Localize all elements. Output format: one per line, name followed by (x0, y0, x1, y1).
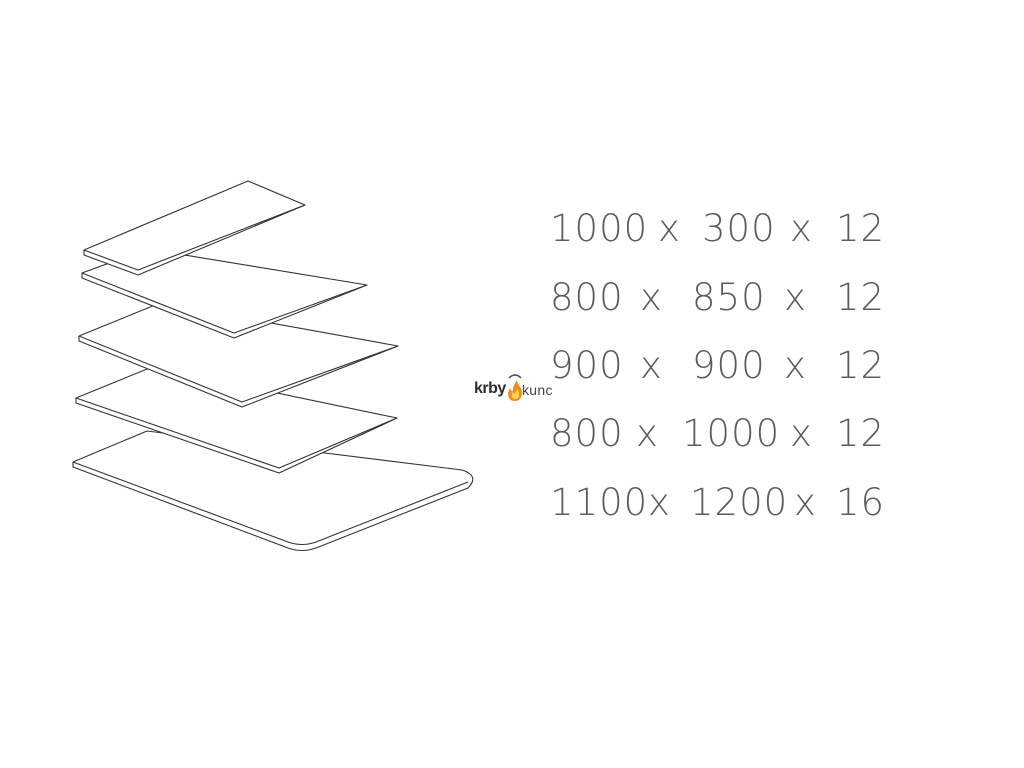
flame-icon (508, 374, 522, 401)
dimension-separator: x (640, 276, 663, 319)
dimension-width: 800 (550, 276, 624, 319)
dimension-separator: x (784, 276, 807, 319)
dimension-thickness: 12 (836, 344, 886, 387)
dimension-depth: 1000 (682, 412, 781, 455)
plate-800x1000 (75, 366, 398, 474)
plate-1100x1200 (72, 430, 474, 552)
plate-900x900 (78, 302, 399, 408)
dimension-separator: x (790, 207, 813, 250)
dimension-thickness: 12 (836, 276, 886, 319)
plate-1000x300 (83, 180, 306, 276)
dimension-width: 1000 (550, 207, 649, 250)
dimension-depth: 1200 (690, 481, 789, 524)
dimension-separator: x (640, 344, 663, 387)
dimension-thickness: 12 (836, 412, 886, 455)
dimension-separator: x (784, 344, 807, 387)
dimension-depth: 850 (692, 276, 766, 319)
dimension-row-1: 1000 x 300 x 12 (550, 205, 910, 253)
dimension-width: 1100 (550, 481, 649, 524)
dimension-row-4: 800 x 1000 x 12 (550, 410, 910, 458)
dimension-width: 800 (550, 412, 624, 455)
logo-text-kunc: kunc (522, 382, 553, 398)
dimensions-list: 1000 x 300 x 12 800 x 850 x 12 900 x 900… (550, 205, 910, 535)
dimension-depth: 300 (702, 207, 776, 250)
dimension-separator: x (790, 412, 813, 455)
dimension-separator: x (636, 412, 659, 455)
brand-logo: krby kunc (474, 373, 554, 405)
dimension-row-2: 800 x 850 x 12 (550, 274, 910, 322)
dimension-thickness: 12 (836, 207, 886, 250)
dimension-row-5: 1100 x 1200 x 16 (550, 479, 910, 527)
dimension-row-3: 900 x 900 x 12 (550, 342, 910, 390)
dimension-separator: x (648, 481, 671, 524)
logo-text-krby: krby (474, 380, 506, 397)
dimension-thickness: 16 (836, 481, 886, 524)
dimension-separator: x (658, 207, 681, 250)
dimension-width: 900 (550, 344, 624, 387)
dimension-depth: 900 (692, 344, 766, 387)
dimension-separator: x (794, 481, 817, 524)
